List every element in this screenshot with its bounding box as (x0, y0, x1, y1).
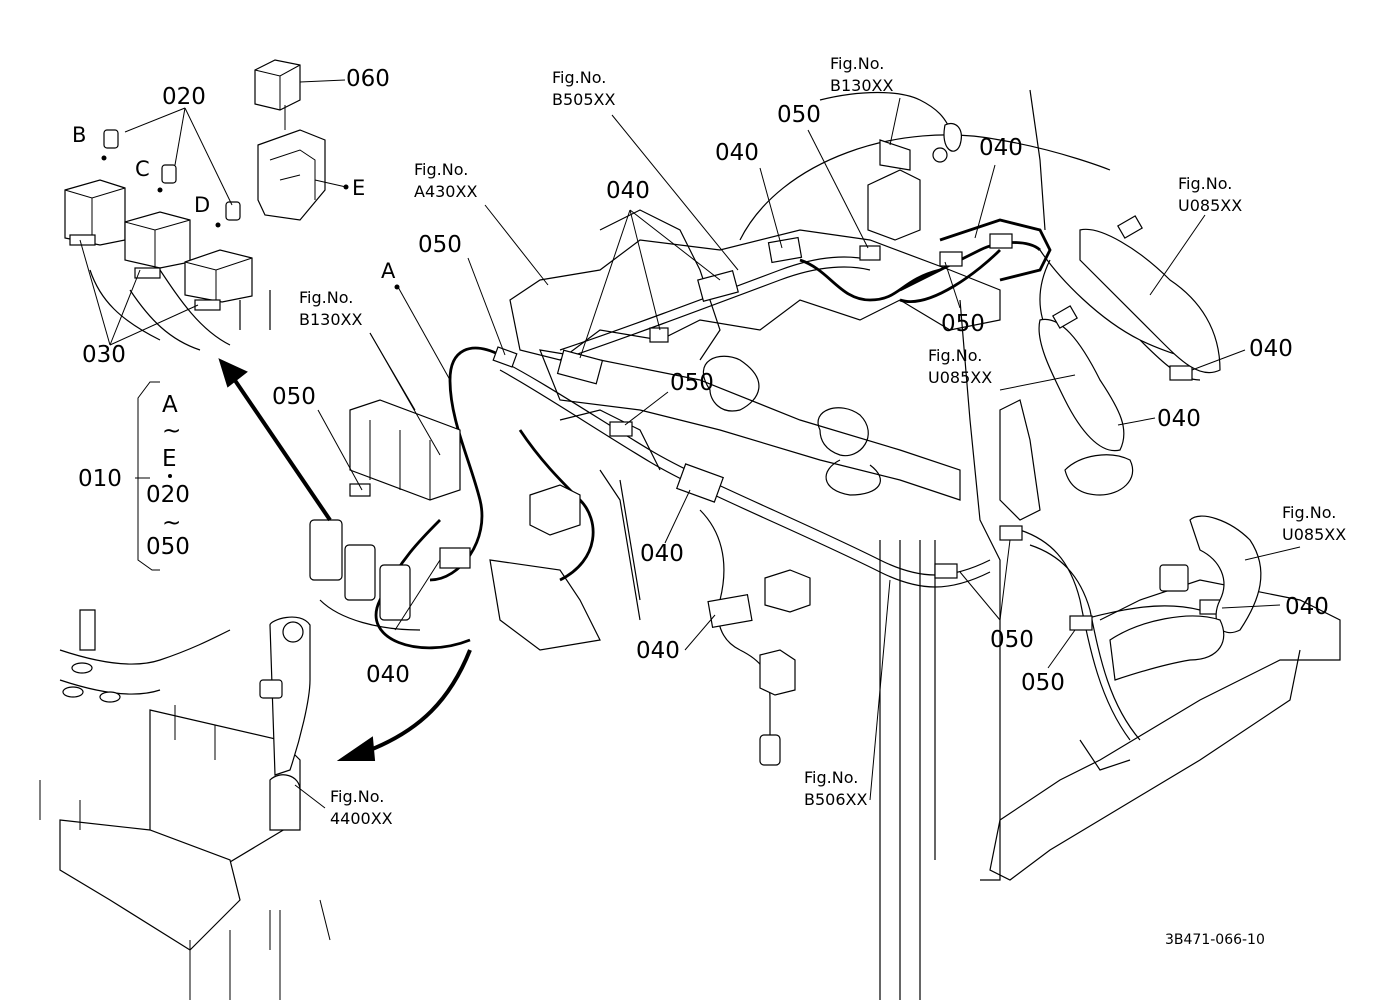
range-item-6: 050 (146, 534, 190, 560)
fig-ref-u085-right: U085XX (1282, 525, 1346, 544)
fig-label-b130-top: Fig.No. (830, 54, 884, 73)
fig-ref-b130-top: B130XX (830, 76, 893, 95)
fig-label-u085-right: Fig.No. (1282, 503, 1336, 522)
label-letter-b: B (72, 123, 86, 147)
label-040-lower-left: 040 (366, 662, 410, 688)
label-letter-c: C (135, 157, 150, 181)
label-040-h: 040 (1285, 594, 1329, 620)
fig-ref-b130-left: B130XX (299, 310, 362, 329)
label-letter-e: E (352, 176, 365, 200)
label-letter-a: A (381, 259, 396, 283)
label-050-c: 050 (941, 311, 985, 337)
label-040-b: 040 (715, 140, 759, 166)
range-item-5: ~ (162, 510, 181, 536)
label-050-upper: 050 (418, 232, 462, 258)
fig-ref-a430: A430XX (414, 182, 477, 201)
fig-ref-b505: B505XX (552, 90, 615, 109)
label-letter-d: D (194, 193, 210, 217)
callout-labels: 020 060 E B C D 030 010 A ~ E 020 ~ 050 … (72, 54, 1346, 948)
fig-ref-4400: 4400XX (330, 809, 393, 828)
drawing-id: 3B471-066-10 (1165, 932, 1265, 948)
label-060: 060 (346, 66, 390, 92)
label-040-f: 040 (640, 541, 684, 567)
leader-lines (79, 79, 1301, 809)
label-030: 030 (82, 342, 126, 368)
range-item-1: A (162, 392, 178, 418)
fig-ref-u085-top: U085XX (1178, 196, 1242, 215)
label-050-d: 050 (670, 370, 714, 396)
label-050-b: 050 (777, 102, 821, 128)
fig-label-a430: Fig.No. (414, 160, 468, 179)
label-040-c: 040 (979, 135, 1023, 161)
fig-label-u085-mid: Fig.No. (928, 346, 982, 365)
fig-ref-b506: B506XX (804, 790, 867, 809)
fig-label-4400: Fig.No. (330, 787, 384, 806)
label-050-e: 050 (990, 627, 1034, 653)
range-item-3: E (162, 446, 177, 472)
range-item-2: ~ (162, 418, 181, 444)
label-040-a: 040 (606, 178, 650, 204)
fig-label-b505: Fig.No. (552, 68, 606, 87)
components (39, 59, 1262, 1000)
label-040-g: 040 (636, 638, 680, 664)
label-020: 020 (162, 84, 206, 110)
fig-label-b130-left: Fig.No. (299, 288, 353, 307)
label-010: 010 (78, 466, 122, 492)
fig-label-b506: Fig.No. (804, 768, 858, 787)
range-item-4: 020 (146, 482, 190, 508)
pointer-arrows (218, 358, 472, 761)
label-050-left: 050 (272, 384, 316, 410)
label-050-f: 050 (1021, 670, 1065, 696)
fig-label-u085-top: Fig.No. (1178, 174, 1232, 193)
label-040-d: 040 (1249, 336, 1293, 362)
label-040-e: 040 (1157, 406, 1201, 432)
fig-ref-u085-mid: U085XX (928, 368, 992, 387)
